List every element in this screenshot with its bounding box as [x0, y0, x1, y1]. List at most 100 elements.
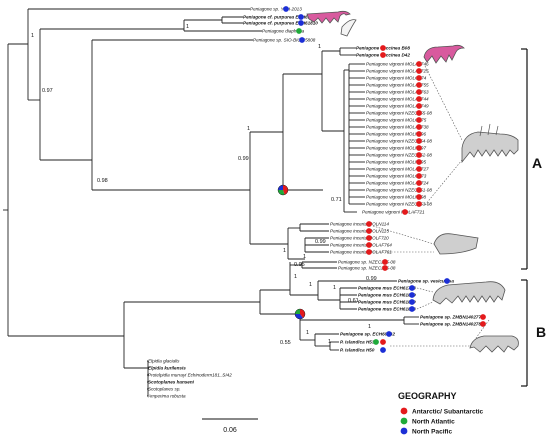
tip-label: Peniagone vignoni NZEC251-08 — [366, 188, 432, 193]
clade-label-b: B — [536, 324, 546, 340]
support-value: 1 — [309, 282, 312, 288]
legend-label-antarctic: Antarctic/ Subantarctic — [412, 409, 484, 416]
coccinea-illustration — [423, 44, 465, 64]
geography-dot — [402, 209, 408, 215]
scale-label: 0.06 — [223, 427, 237, 434]
geography-dot — [480, 321, 486, 327]
support-value: 0.99 — [238, 156, 249, 162]
geography-dot — [366, 249, 372, 255]
tip-label: Peniagone sp. ZMBN140278 — [420, 322, 481, 327]
tip-label: Peniagone incerta MOLF720 — [330, 236, 389, 241]
geography-dot — [416, 103, 422, 109]
tree-branches — [3, 8, 419, 397]
geography-legend: GEOGRAPHY Antarctic/ Subantarctic North … — [398, 391, 484, 436]
support-value: 1 — [333, 285, 336, 291]
tip-label: Peniagone vignoni MOLAF763 — [366, 90, 429, 95]
tip-label: Peniagone incerta MOLN114 — [330, 222, 389, 227]
connector-line — [424, 65, 463, 141]
tip-label: Peniagone vignoni MOLG073 — [366, 174, 427, 179]
legend-title: GEOGRAPHY — [398, 391, 457, 401]
tip-label: P. islandica H53 — [340, 340, 375, 345]
support-value: 1 — [303, 254, 306, 260]
geography-dot — [366, 228, 372, 234]
tip-label: Peniagone vignoni MOLN098 — [366, 195, 426, 200]
geography-dot — [444, 278, 450, 284]
geography-dot — [283, 6, 289, 12]
tip-label: Peniagone vignoni MOLAF727 — [366, 167, 429, 172]
support-value: 1 — [306, 330, 309, 336]
tip-label: Peniagone incerta MOLAF764 — [330, 243, 392, 248]
tip-label: Elpidia kurilensis — [148, 366, 186, 371]
support-value: 0.97 — [42, 88, 53, 94]
tip-label: Peniagone mus ECH61813 — [358, 307, 416, 312]
geography-dot — [299, 37, 305, 43]
tip-label: Peniagone vignoni MOLAF721 — [362, 210, 425, 215]
tip-label: Peniagone sp. vesiculosa — [398, 279, 454, 284]
geography-dot — [382, 265, 388, 271]
vignoni-illustration — [461, 131, 519, 164]
support-value: 0.55 — [280, 340, 291, 346]
support-value: 1 — [283, 248, 286, 254]
geography-dot — [416, 82, 422, 88]
geography-dot — [380, 45, 386, 51]
geography-dot — [366, 235, 372, 241]
legend-label-north-atlantic: North Atlantic — [412, 419, 455, 426]
legend-swatch-north-atlantic — [400, 417, 408, 425]
tip-label: Peniagone vignoni MOLAF724 — [366, 181, 429, 186]
geography-dot — [366, 221, 372, 227]
geography-dot — [416, 96, 422, 102]
legend-swatch-antarctic — [400, 407, 408, 415]
clade-label-a: A — [532, 155, 542, 171]
tip-label: Peniagone vignoni MOLAF738 — [366, 125, 429, 130]
support-value: 0.98 — [97, 178, 108, 184]
connector-line — [416, 301, 434, 310]
geography-dot — [416, 180, 422, 186]
legend-label-north-pacific: North Pacific — [412, 429, 452, 436]
geography-dot — [409, 299, 415, 305]
geography-dot — [366, 242, 372, 248]
purpurea-illustration — [306, 10, 351, 24]
tip-label: Peniagone vignoni NZEC253-08 — [366, 202, 432, 207]
connector-line — [424, 159, 463, 206]
support-value: 0.95 — [294, 262, 305, 268]
geography-dot — [298, 14, 304, 20]
tip-label: Peniagone vignoni MOLAF725 — [366, 69, 429, 74]
geography-dot — [296, 28, 302, 34]
tip-label: Protelpidia murrayi Echinoderm181_SI42 — [148, 373, 232, 378]
support-value: 1 — [368, 324, 371, 330]
tip-label: Scotoplanes hanseni — [148, 380, 195, 385]
geography-dot — [416, 159, 422, 165]
geography-dot — [416, 75, 422, 81]
tip-label: Peniagone vignoni MOLAF749 — [366, 104, 429, 109]
incerta-illustration — [433, 233, 479, 255]
tip-label: Peniagone vignoni MOLG075 — [366, 118, 427, 123]
geography-dot — [416, 89, 422, 95]
support-value: 1 — [328, 339, 331, 345]
geography-dot — [416, 131, 422, 137]
scale-bar: 0.06 — [202, 418, 258, 434]
islandica-illustration — [469, 335, 519, 353]
support-value: 0.99 — [366, 276, 377, 282]
diaphana-illustration — [340, 19, 357, 37]
tip-label: P. islandica H50 — [340, 348, 375, 353]
tip-label: Peniagone diaphana — [262, 29, 305, 34]
tip-label: Peniagone vignoni NZEC252-08 — [366, 153, 432, 158]
geography-dot — [416, 166, 422, 172]
tip-label: Peniagone cf. purpurea ECH61810 — [243, 21, 318, 26]
geography-dot — [298, 20, 304, 26]
geography-dot — [416, 61, 422, 67]
state-pie — [277, 184, 289, 196]
tip-label: Peniagone cf. purpurea ECH61811 — [243, 15, 318, 20]
geography-dot — [382, 259, 388, 265]
geography-dot — [480, 314, 486, 320]
support-value: 0.99 — [315, 239, 326, 245]
tip-label: Amperima robusta — [147, 394, 186, 399]
mus-illustration — [432, 281, 506, 305]
clade-bracket-a: A — [521, 48, 542, 270]
geography-dot — [416, 68, 422, 74]
geography-dot — [409, 285, 415, 291]
geography-dot — [416, 194, 422, 200]
geography-dot — [373, 339, 379, 345]
tip-label: Peniagone sp. NZEC236-08 — [338, 266, 396, 271]
